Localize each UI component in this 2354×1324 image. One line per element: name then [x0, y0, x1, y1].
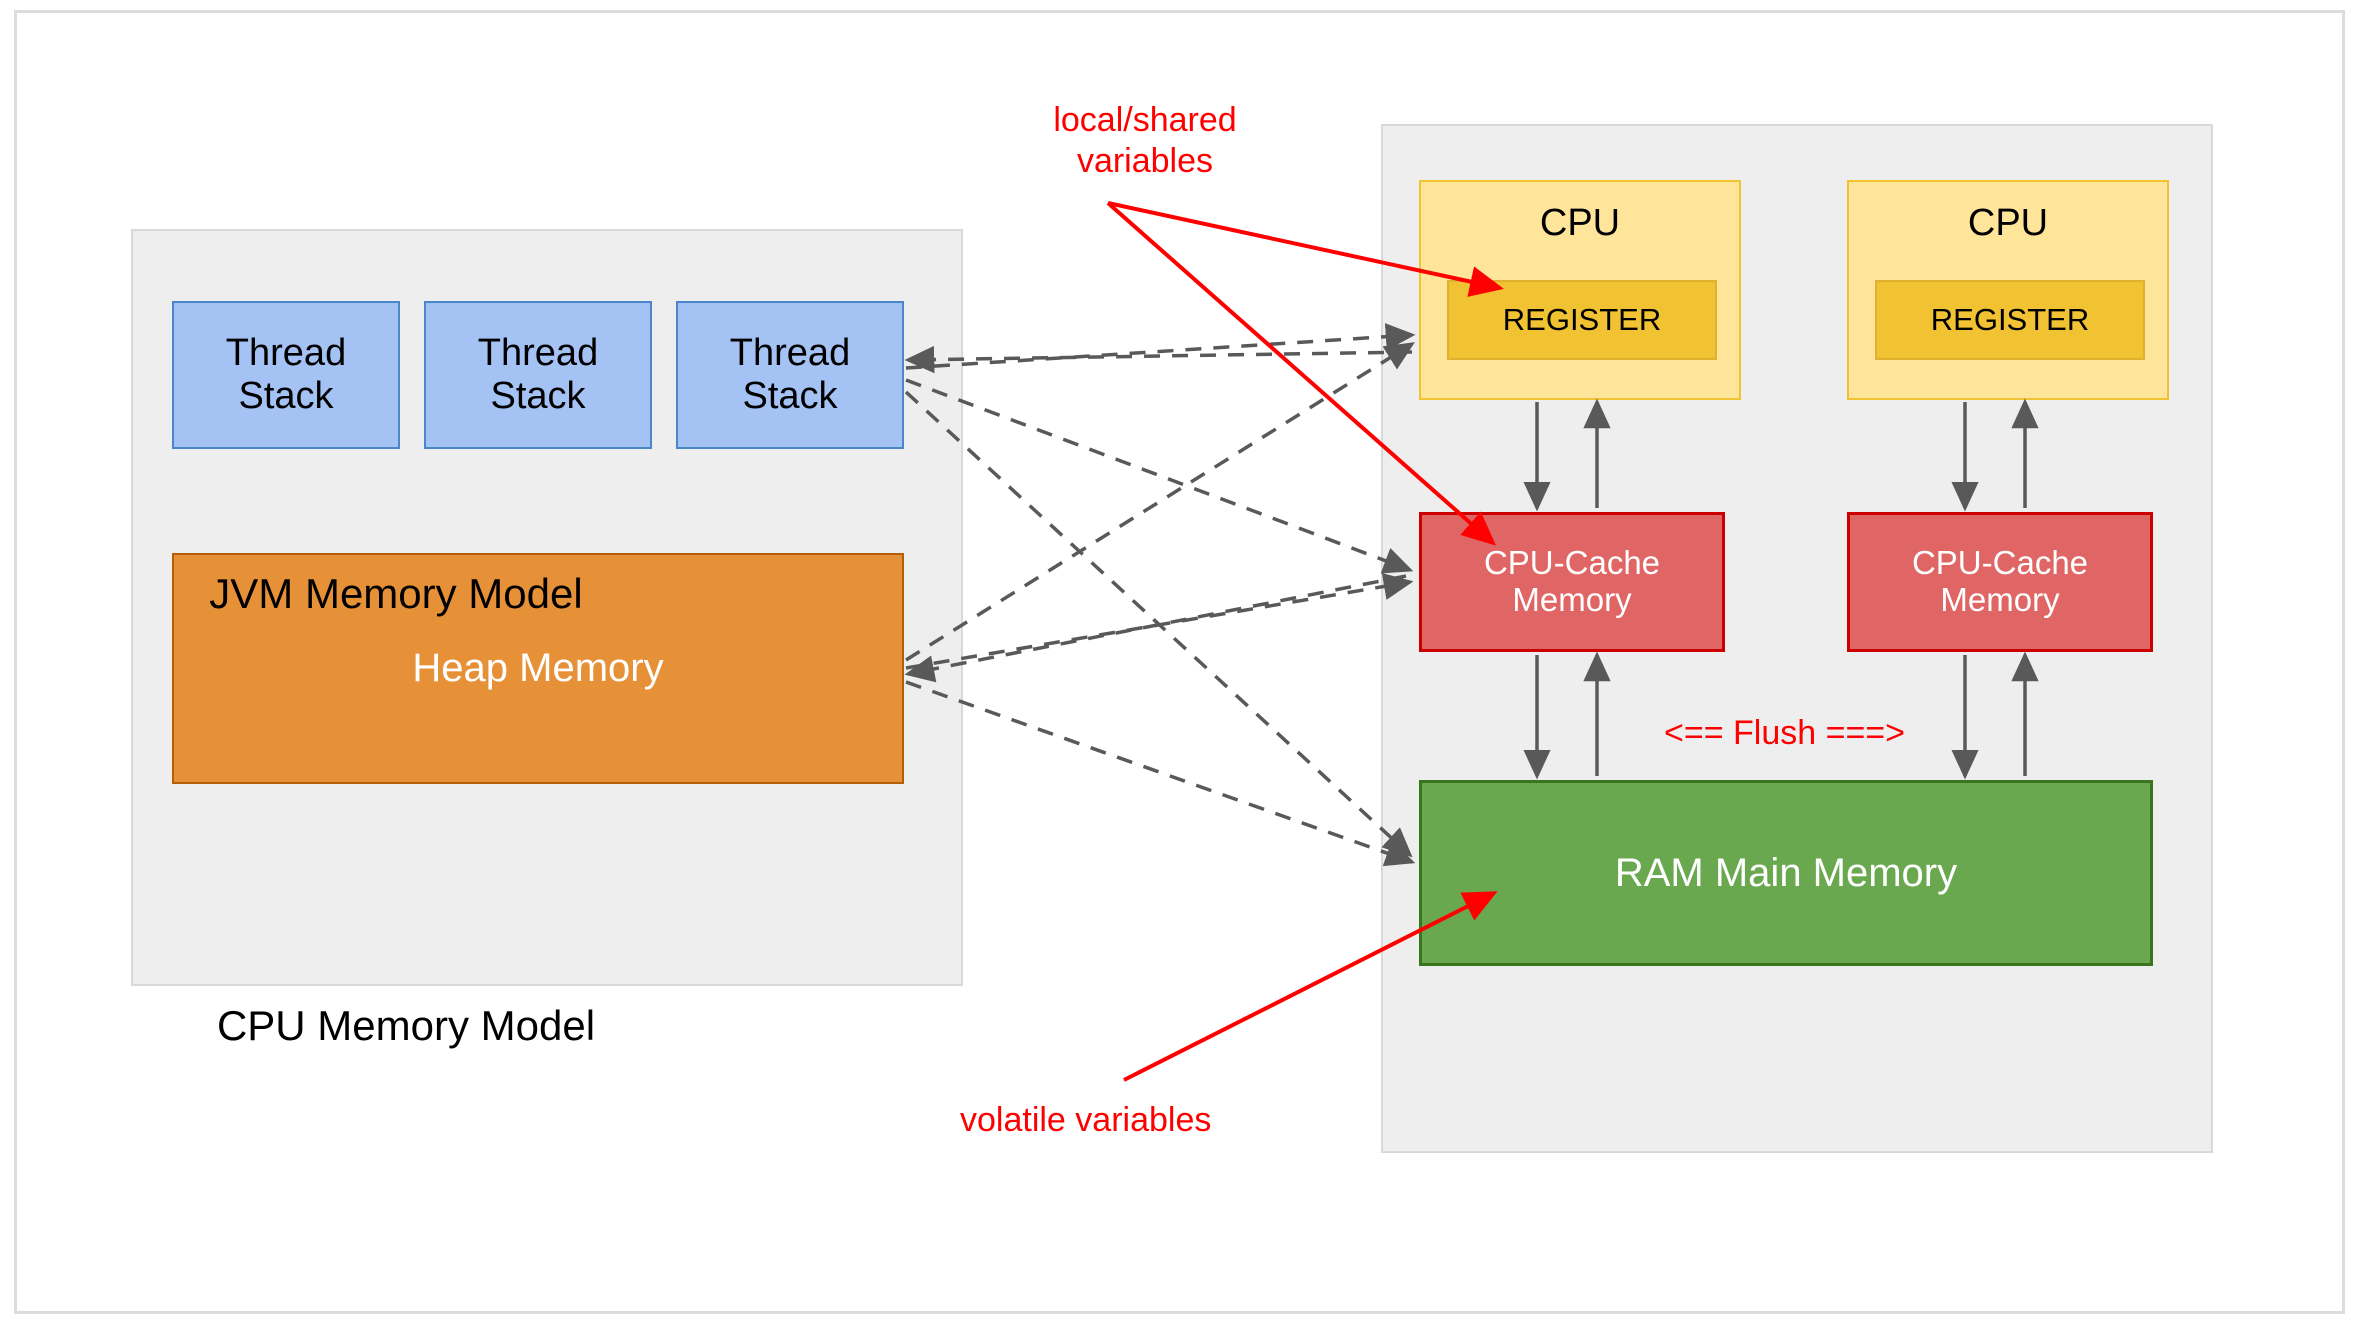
cpu-label-1: CPU — [1539, 202, 1621, 244]
thread-stack-box-2[interactable]: Thread Stack — [424, 301, 652, 449]
cpu-cache-memory-box-2[interactable]: CPU-Cache Memory — [1847, 512, 2153, 652]
cpu-label-2: CPU — [1967, 202, 2049, 244]
heap-memory-box[interactable]: Heap Memory — [172, 553, 904, 784]
thread-stack-box-3[interactable]: Thread Stack — [676, 301, 904, 449]
thread-stack-box-1[interactable]: Thread Stack — [172, 301, 400, 449]
local-shared-variables-label: local/shared variables — [1053, 101, 1237, 180]
register-box-1[interactable]: REGISTER — [1447, 280, 1717, 360]
register-box-2[interactable]: REGISTER — [1875, 280, 2145, 360]
volatile-variables-label: volatile variables — [960, 1101, 1212, 1139]
flush-label: <== Flush ===> — [1664, 714, 1906, 752]
ram-main-memory-box[interactable]: RAM Main Memory — [1419, 780, 2153, 966]
jvm-panel-title: JVM Memory Model — [209, 570, 583, 617]
cpu-box-2[interactable]: CPU REGISTER — [1847, 180, 2169, 400]
cpu-cache-memory-box-1[interactable]: CPU-Cache Memory — [1419, 512, 1725, 652]
cpu-panel-title: CPU Memory Model — [216, 1002, 596, 1049]
cpu-box-1[interactable]: CPU REGISTER — [1419, 180, 1741, 400]
